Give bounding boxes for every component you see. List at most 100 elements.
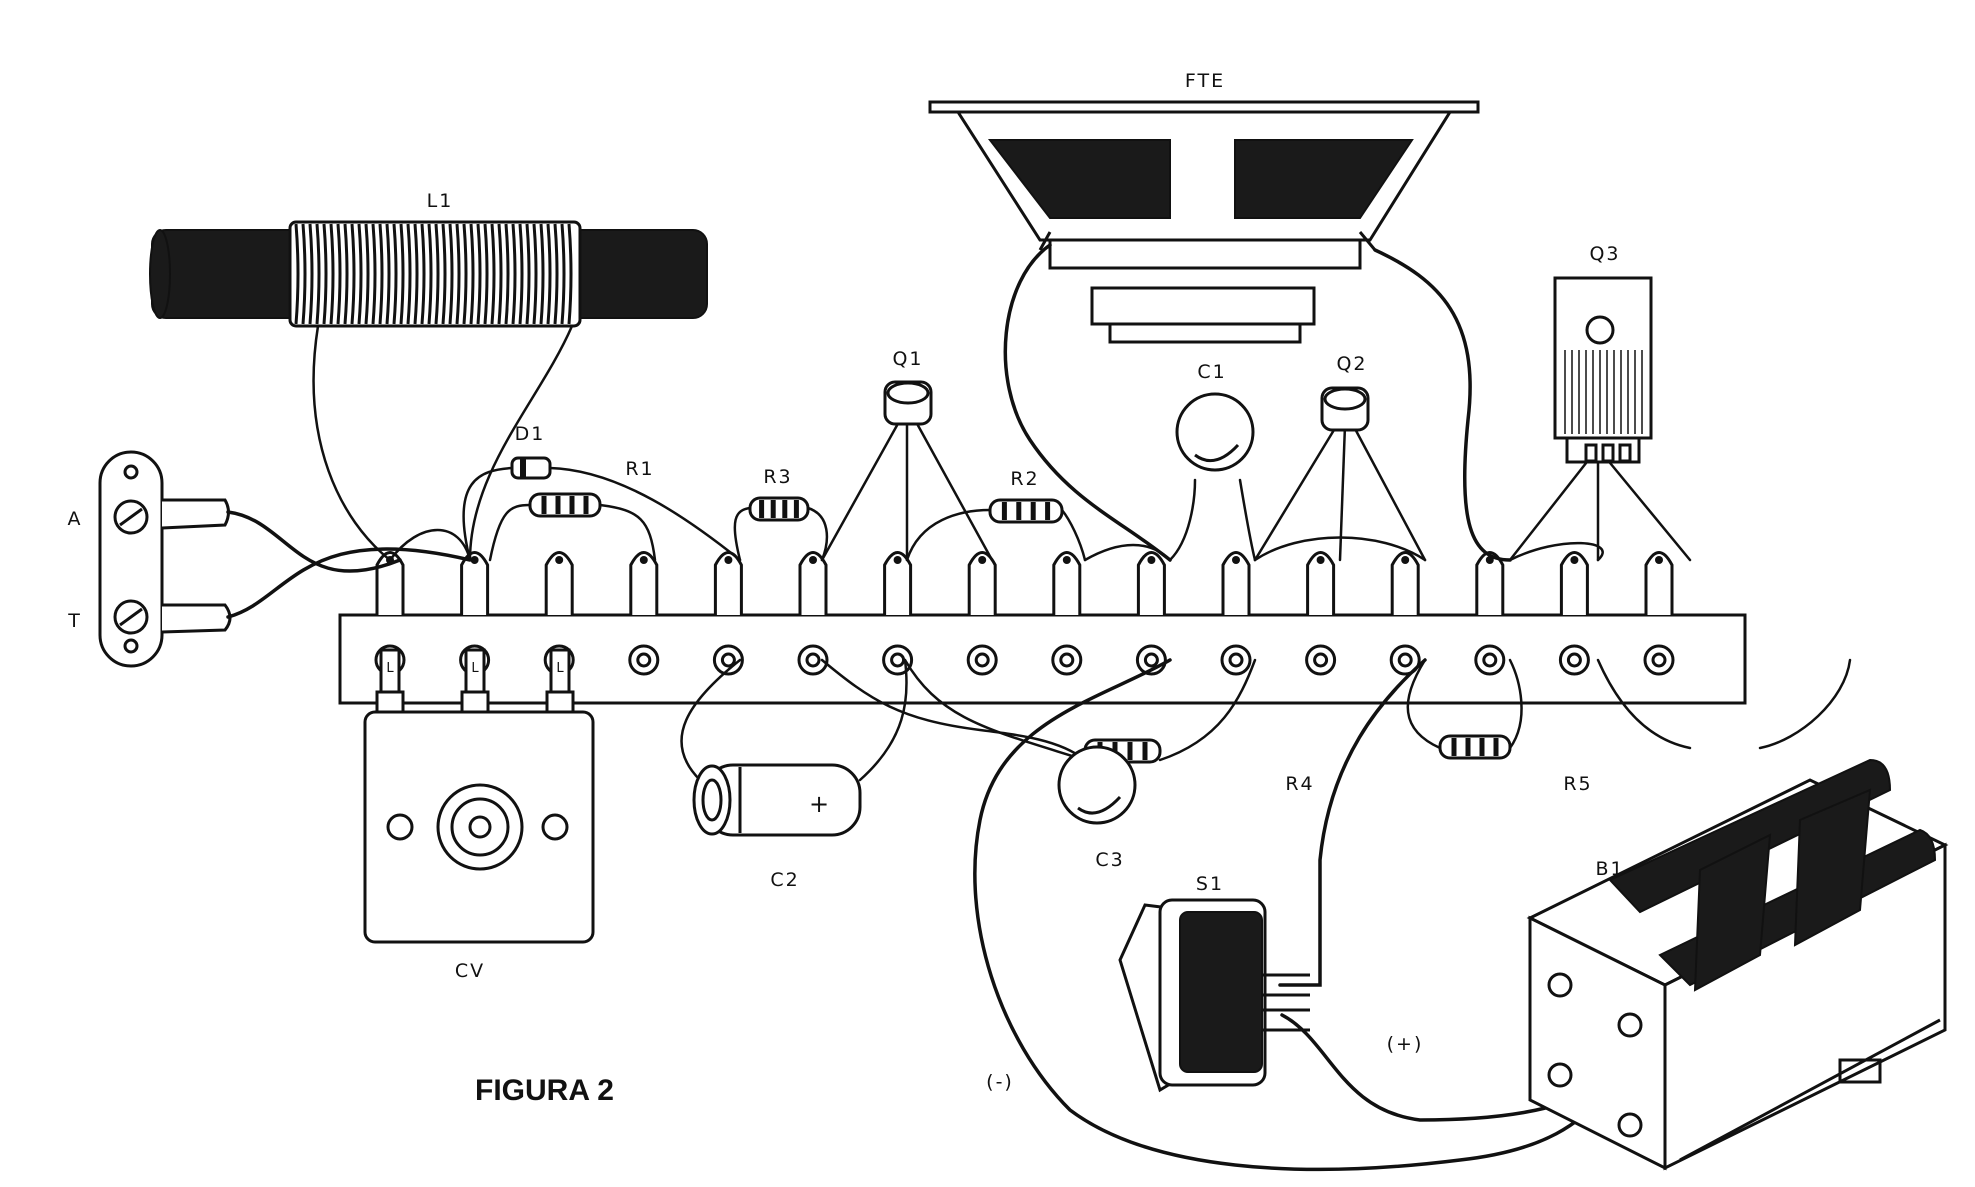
coil-winding: [497, 223, 503, 325]
label-t: T: [67, 610, 82, 632]
coil-winding: [301, 223, 307, 325]
label-s1: S1: [1196, 873, 1224, 895]
coil-winding: [448, 223, 454, 325]
solder-joint: [1655, 556, 1663, 564]
transistor-q1: [883, 380, 933, 426]
coil-winding: [322, 223, 328, 325]
solder-lug: [1475, 551, 1505, 615]
coil-winding: [406, 223, 412, 325]
rivet-hole: [1397, 652, 1413, 668]
solder-lug: [713, 551, 743, 615]
coil-winding: [336, 223, 342, 325]
rivet-hole: [890, 652, 906, 668]
coil-winding: [371, 223, 377, 325]
solder-joint: [724, 556, 733, 564]
coil-winding: [525, 223, 531, 325]
label-a: A: [68, 508, 83, 530]
coil-winding: [504, 223, 510, 325]
solder-lug: [1052, 551, 1082, 615]
rivet-hole: [1482, 652, 1498, 668]
coil-winding: [469, 223, 475, 325]
rivet-eyelet: [1389, 644, 1421, 676]
rivet-hole: [636, 652, 652, 668]
solder-lug: [544, 551, 574, 615]
rivet-hole: [974, 652, 990, 668]
rivet-eyelet: [1051, 644, 1083, 676]
wires: [226, 243, 1852, 1172]
cv-pin-foot: [375, 690, 405, 714]
solder-lug: [798, 551, 828, 615]
rivet-hole: [1143, 652, 1159, 668]
coil-winding: [378, 223, 384, 325]
solder-joint: [809, 556, 817, 564]
label-r4: R4: [1285, 773, 1314, 795]
rivet-hole: [805, 652, 821, 668]
label-l1: L1: [427, 190, 454, 212]
resistor-r3: [748, 496, 810, 522]
coil-winding: [399, 223, 405, 325]
rivet-eyelet: [628, 644, 660, 676]
transistor-q2: [1320, 386, 1370, 432]
solder-joint: [1316, 556, 1325, 564]
switch-s1: [1118, 898, 1310, 1093]
terminal-strip: [338, 551, 1747, 705]
label-c3: C3: [1095, 849, 1124, 871]
antenna-ground-terminal: [98, 450, 232, 668]
solder-lug: [460, 551, 490, 615]
rivet-eyelet: [882, 644, 914, 676]
solder-lug: [1221, 551, 1251, 615]
coil-winding: [315, 223, 321, 325]
coil-winding: [434, 223, 440, 325]
solder-lug: [1644, 551, 1674, 615]
coil-winding: [385, 223, 391, 325]
coil-winding: [553, 223, 559, 325]
coil-winding: [441, 223, 447, 325]
solder-lug: [967, 551, 997, 615]
solder-joint: [1147, 556, 1156, 564]
cv-pin-foot: [545, 690, 575, 714]
label-b1: B1: [1595, 858, 1624, 880]
coil-winding: [455, 223, 461, 325]
resistor-r5: [1438, 734, 1512, 760]
rivet-hole: [1313, 652, 1329, 668]
coil-winding: [476, 223, 482, 325]
solder-lug: [1390, 551, 1420, 615]
coil-winding: [329, 223, 335, 325]
rivet-eyelet: [966, 644, 998, 676]
cv-pin-mark: L: [556, 661, 564, 676]
label-fte: FTE: [1185, 70, 1225, 92]
label-r3: R3: [763, 466, 792, 488]
solder-joint: [555, 556, 564, 564]
figure-title: FIGURA 2: [475, 1074, 614, 1107]
coil-winding: [560, 223, 566, 325]
label-r1: R1: [625, 458, 654, 480]
solder-lug: [1559, 551, 1589, 615]
label-r5: R5: [1563, 773, 1592, 795]
solder-lug: [1136, 551, 1166, 615]
rivet-eyelet: [1558, 644, 1590, 676]
label-c1: C1: [1197, 361, 1226, 383]
coil-winding: [427, 223, 433, 325]
solder-joint: [1062, 556, 1071, 564]
solder-joint: [639, 556, 648, 564]
rivet-hole: [1566, 652, 1582, 668]
coil-winding: [462, 223, 468, 325]
solder-joint: [893, 556, 902, 564]
coil-winding: [483, 223, 489, 325]
diode-d1: [510, 456, 552, 480]
rivet-hole: [1651, 652, 1667, 668]
coil-winding: [518, 223, 524, 325]
coil-winding: [392, 223, 398, 325]
solder-joint: [470, 556, 479, 564]
rivet-eyelet: [1643, 644, 1675, 676]
speaker-fte: [928, 100, 1480, 344]
coil-winding: [539, 223, 545, 325]
coil-l1: [149, 220, 708, 328]
label-r2: R2: [1010, 468, 1039, 490]
label-c2-polarity: +: [809, 790, 831, 818]
coil-winding: [511, 223, 517, 325]
coil-winding: [567, 223, 573, 325]
coil-winding: [546, 223, 552, 325]
